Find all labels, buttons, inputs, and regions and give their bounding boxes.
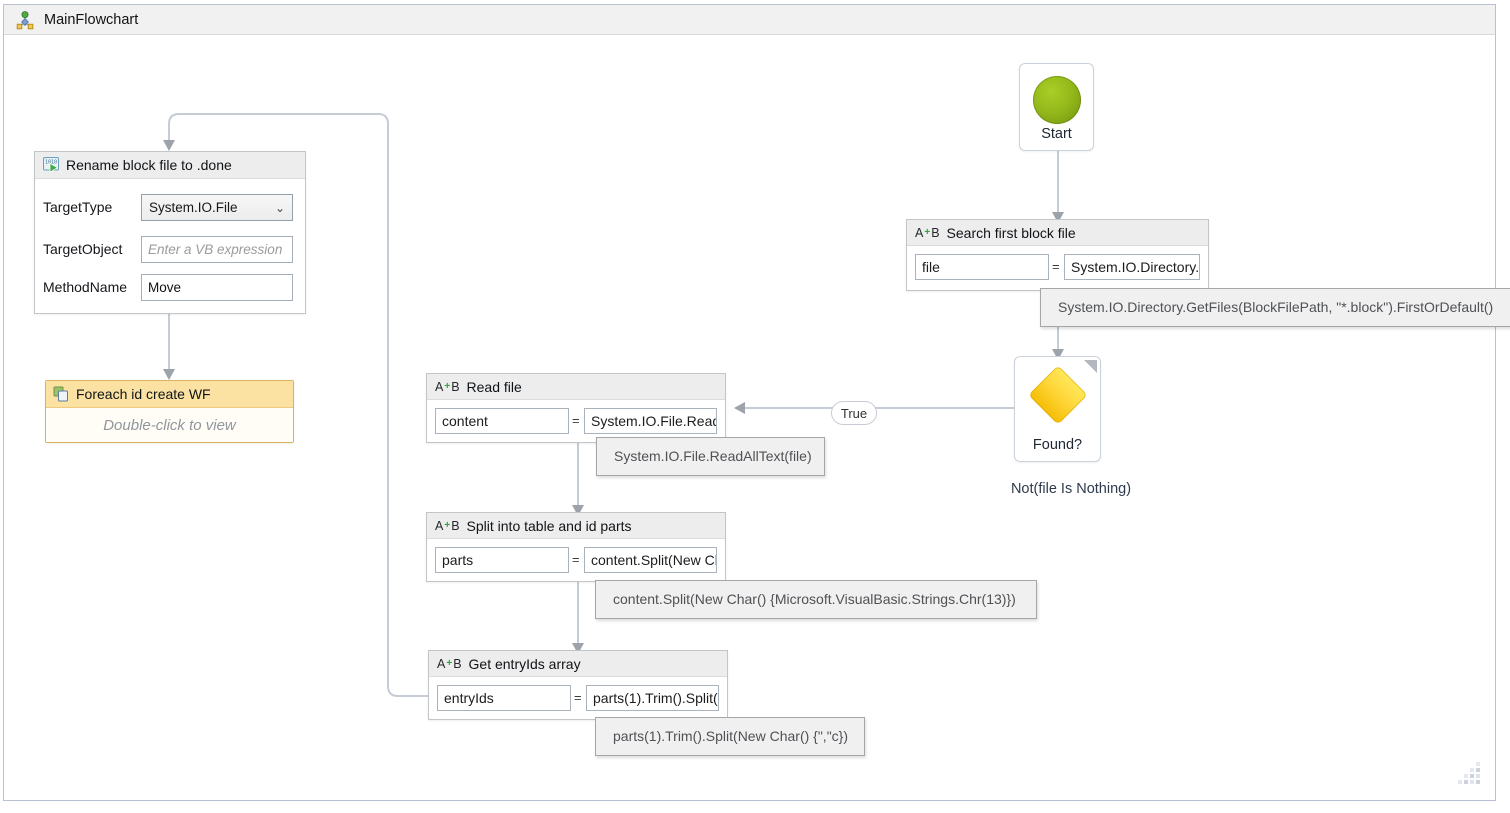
activity-title: Search first block file bbox=[946, 224, 1076, 241]
expression-tooltip-split: content.Split(New Char() {Microsoft.Visu… bbox=[595, 580, 1037, 619]
assign-icon: A+B bbox=[435, 518, 460, 533]
assign-to-input[interactable]: parts bbox=[435, 547, 569, 573]
decision-found[interactable]: Found? bbox=[1014, 356, 1101, 462]
activity-header: A+B Read file bbox=[427, 374, 725, 400]
expression-tooltip-read: System.IO.File.ReadAllText(file) bbox=[596, 437, 825, 476]
assign-to-input[interactable]: content bbox=[435, 408, 569, 434]
expression-tooltip-entryids: parts(1).Trim().Split(New Char() {","c}) bbox=[595, 717, 865, 756]
activity-title: Foreach id create WF bbox=[76, 386, 211, 402]
activity-title: Rename block file to .done bbox=[66, 157, 232, 173]
invoke-workflow-icon bbox=[53, 386, 68, 402]
expression-tooltip-search: System.IO.Directory.GetFiles(BlockFilePa… bbox=[1040, 288, 1510, 327]
flowchart-title-bar[interactable]: MainFlowchart bbox=[4, 5, 1495, 35]
method-name-input[interactable]: Move bbox=[141, 274, 293, 301]
svg-text:1010: 1010 bbox=[45, 160, 57, 166]
true-branch-label: True bbox=[831, 401, 877, 425]
flowchart-canvas: MainFlowchart bbox=[3, 4, 1496, 801]
activity-search-first-block-file[interactable]: A+B Search first block file file = Syste… bbox=[906, 219, 1209, 291]
equals-sign: = bbox=[1052, 259, 1060, 274]
activity-title: Split into table and id parts bbox=[466, 517, 632, 534]
activity-header: 1010 Rename block file to .done bbox=[35, 152, 305, 179]
equals-sign: = bbox=[572, 552, 580, 567]
start-node[interactable]: Start bbox=[1019, 63, 1094, 151]
assign-icon: A+B bbox=[437, 656, 462, 671]
assign-icon: A+B bbox=[915, 225, 940, 240]
activity-header: Foreach id create WF bbox=[46, 381, 293, 408]
double-click-hint: Double-click to view bbox=[46, 408, 293, 442]
start-circle-icon bbox=[1032, 76, 1081, 124]
flowchart-icon bbox=[16, 10, 34, 29]
activity-header: A+B Split into table and id parts bbox=[427, 513, 725, 539]
activity-split-parts[interactable]: A+B Split into table and id parts parts … bbox=[426, 512, 726, 582]
equals-sign: = bbox=[572, 413, 580, 428]
chevron-down-icon: ⌄ bbox=[274, 200, 285, 215]
assign-to-input[interactable]: file bbox=[915, 254, 1049, 280]
activity-header: A+B Get entryIds array bbox=[429, 651, 727, 677]
assign-value-input[interactable]: System.IO.Directory.GetFiles(BlockFilePa… bbox=[1064, 254, 1200, 280]
assign-to-input[interactable]: entryIds bbox=[437, 685, 571, 711]
method-name-label: MethodName bbox=[43, 279, 128, 295]
flowchart-title: MainFlowchart bbox=[44, 11, 139, 28]
assign-value-input[interactable]: System.IO.File.ReadAllText(file) bbox=[584, 408, 717, 434]
target-object-label: TargetObject bbox=[43, 241, 123, 257]
target-object-input[interactable]: Enter a VB expression bbox=[141, 236, 293, 263]
assign-value-input[interactable]: parts(1).Trim().Split(New Char() {","c}) bbox=[586, 685, 719, 711]
start-label: Start bbox=[1041, 126, 1072, 142]
activity-title: Read file bbox=[466, 378, 522, 395]
equals-sign: = bbox=[574, 690, 582, 705]
activity-title: Get entryIds array bbox=[468, 655, 581, 672]
activity-foreach-id-create-wf[interactable]: Foreach id create WF Double-click to vie… bbox=[45, 380, 294, 443]
resize-grip[interactable] bbox=[1458, 762, 1481, 785]
decision-condition: Not(file Is Nothing) bbox=[1010, 481, 1132, 497]
decision-label: Found? bbox=[1032, 437, 1083, 453]
target-type-dropdown[interactable]: System.IO.File ⌄ bbox=[141, 194, 293, 221]
assign-icon: A+B bbox=[435, 379, 460, 394]
assign-value-input[interactable]: content.Split(New Char() {Microsoft.Visu… bbox=[584, 547, 717, 573]
activity-rename-block-file[interactable]: 1010 Rename block file to .done TargetTy… bbox=[34, 151, 306, 314]
invoke-method-icon: 1010 bbox=[43, 157, 59, 173]
collapse-corner-icon[interactable] bbox=[1084, 360, 1097, 373]
target-type-label: TargetType bbox=[43, 199, 113, 215]
activity-get-entryids[interactable]: A+B Get entryIds array entryIds = parts(… bbox=[428, 650, 728, 720]
activity-header: A+B Search first block file bbox=[907, 220, 1208, 246]
activity-read-file[interactable]: A+B Read file content = System.IO.File.R… bbox=[426, 373, 726, 443]
decision-diamond-icon bbox=[1027, 365, 1088, 425]
